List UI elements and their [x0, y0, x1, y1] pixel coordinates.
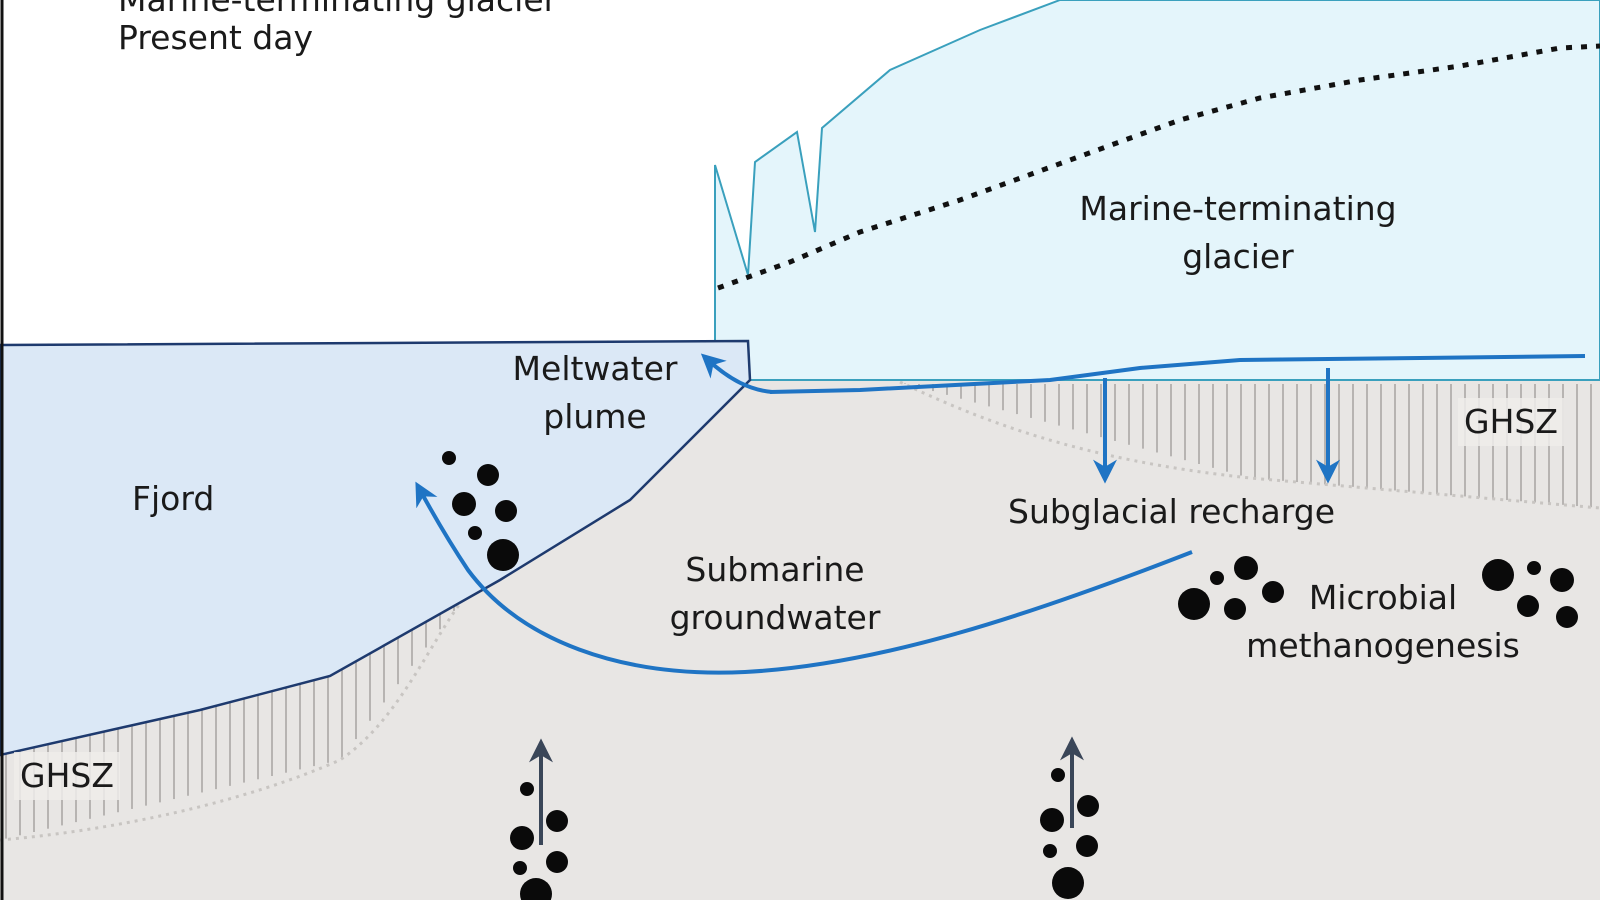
ghsz-lower-boundary-right — [899, 380, 1600, 510]
glacier-dotted-line — [717, 43, 1600, 291]
bubbles-deep-right — [1040, 768, 1099, 899]
meltwater-plume-arrow — [700, 353, 773, 394]
meltwater-plume-label-line-1: Meltwater — [512, 349, 678, 388]
microbial-methanogenesis-label-line-1: Microbial — [1308, 578, 1458, 617]
glacier-label: Marine-terminating glacier — [1048, 185, 1428, 281]
submarine-groundwater-label-line-2: groundwater — [669, 598, 881, 637]
fjord-label: Fjord — [132, 479, 215, 518]
ghsz-label-left: GHSZ — [14, 752, 120, 800]
submarine-groundwater-label-line-1: Submarine — [685, 550, 865, 589]
bubbles-methanogenesis-right — [1482, 559, 1578, 628]
meltwater-plume-label: Meltwater plume — [480, 345, 710, 441]
bubbles-methanogenesis-left — [1178, 556, 1284, 620]
microbial-methanogenesis-label-line-2: methanogenesis — [1246, 626, 1520, 665]
bubbles-deep-left — [510, 782, 568, 900]
bubbles-fjord — [442, 451, 519, 571]
header-line-1: Marine-terminating glacier — [118, 0, 557, 24]
meltwater-plume-label-line-2: plume — [543, 397, 647, 436]
subglacial-recharge-label: Subglacial recharge — [1008, 492, 1336, 531]
subglacial-flow-line — [769, 354, 1586, 394]
submarine-groundwater-arrow — [415, 481, 1193, 675]
ghsz-label-right: GHSZ — [1458, 398, 1564, 446]
microbial-methanogenesis-label: Microbial methanogenesis — [1218, 574, 1548, 670]
submarine-groundwater-label: Submarine groundwater — [640, 546, 910, 642]
header-line-2: Present day — [118, 18, 314, 57]
glacier-label-line-2: glacier — [1182, 237, 1294, 276]
fjord-water — [0, 339, 752, 757]
glacier-label-line-1: Marine-terminating — [1079, 189, 1397, 228]
